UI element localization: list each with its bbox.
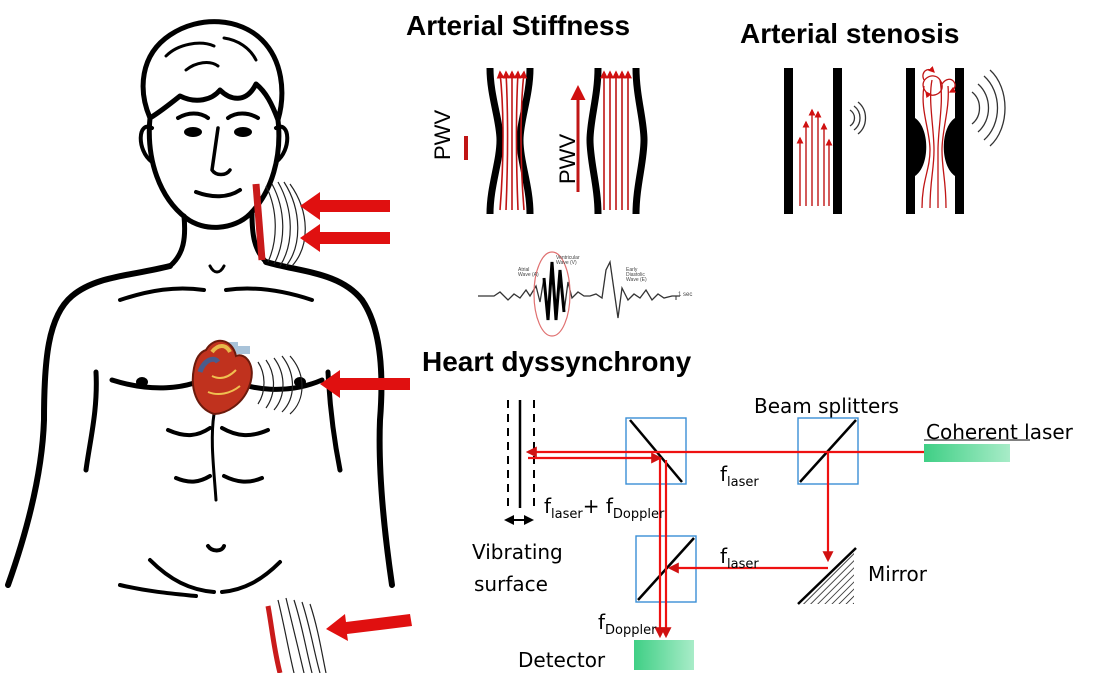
f-doppler-label: fDoppler <box>598 610 656 638</box>
detector-label: Detector <box>518 648 605 672</box>
detector-component <box>634 640 694 670</box>
torso-outline <box>8 266 170 585</box>
pwv-label-healthy: PWV <box>430 110 456 160</box>
neck-arrow-1 <box>300 192 390 220</box>
measurement-arrows <box>300 192 412 641</box>
f-sum-label: flaser+ fDoppler <box>544 494 664 522</box>
stiffness-vessel-stiff <box>578 68 644 214</box>
f-laser-label-bottom: flaser <box>720 544 759 572</box>
neck-arrow-2 <box>300 224 390 252</box>
f-laser-label-top: flaser <box>720 462 759 490</box>
mirror-label: Mirror <box>868 562 927 586</box>
title-arterial-stenosis: Arterial stenosis <box>740 18 959 50</box>
waveform-label-diastolic: Early Diastolic Wave (E) <box>626 268 652 283</box>
stenosis-vessel-narrowed <box>906 68 1005 214</box>
title-arterial-stiffness: Arterial Stiffness <box>406 10 630 42</box>
waveform-label-atrial: Atrial Wave (A) <box>518 268 540 278</box>
beam-splitters-label: Beam splitters <box>754 394 899 418</box>
vibrating-surface-label-1: Vibrating <box>472 540 563 564</box>
stenosis-vessel-healthy <box>784 68 866 214</box>
human-figure <box>0 22 400 596</box>
vibrating-surface-label-2: surface <box>474 572 548 596</box>
waveform-label-ventricular: Ventricular Wave (V) <box>556 256 582 266</box>
title-heart-dyssynchrony: Heart dyssynchrony <box>422 346 691 378</box>
heart-arrow <box>320 370 410 398</box>
vibrating-surface <box>506 400 534 520</box>
stiffness-vessel-healthy <box>464 68 530 214</box>
leg-vessel <box>268 598 326 673</box>
coherent-laser-label: Coherent laser <box>926 420 1073 444</box>
pwv-label-stiff: PWV <box>555 134 581 184</box>
coherent-laser-source <box>924 444 1010 462</box>
waveform-scale: 1 sec <box>678 292 692 298</box>
leg-arrow <box>326 614 412 641</box>
hair <box>143 22 282 120</box>
heart-illustration <box>193 341 252 414</box>
